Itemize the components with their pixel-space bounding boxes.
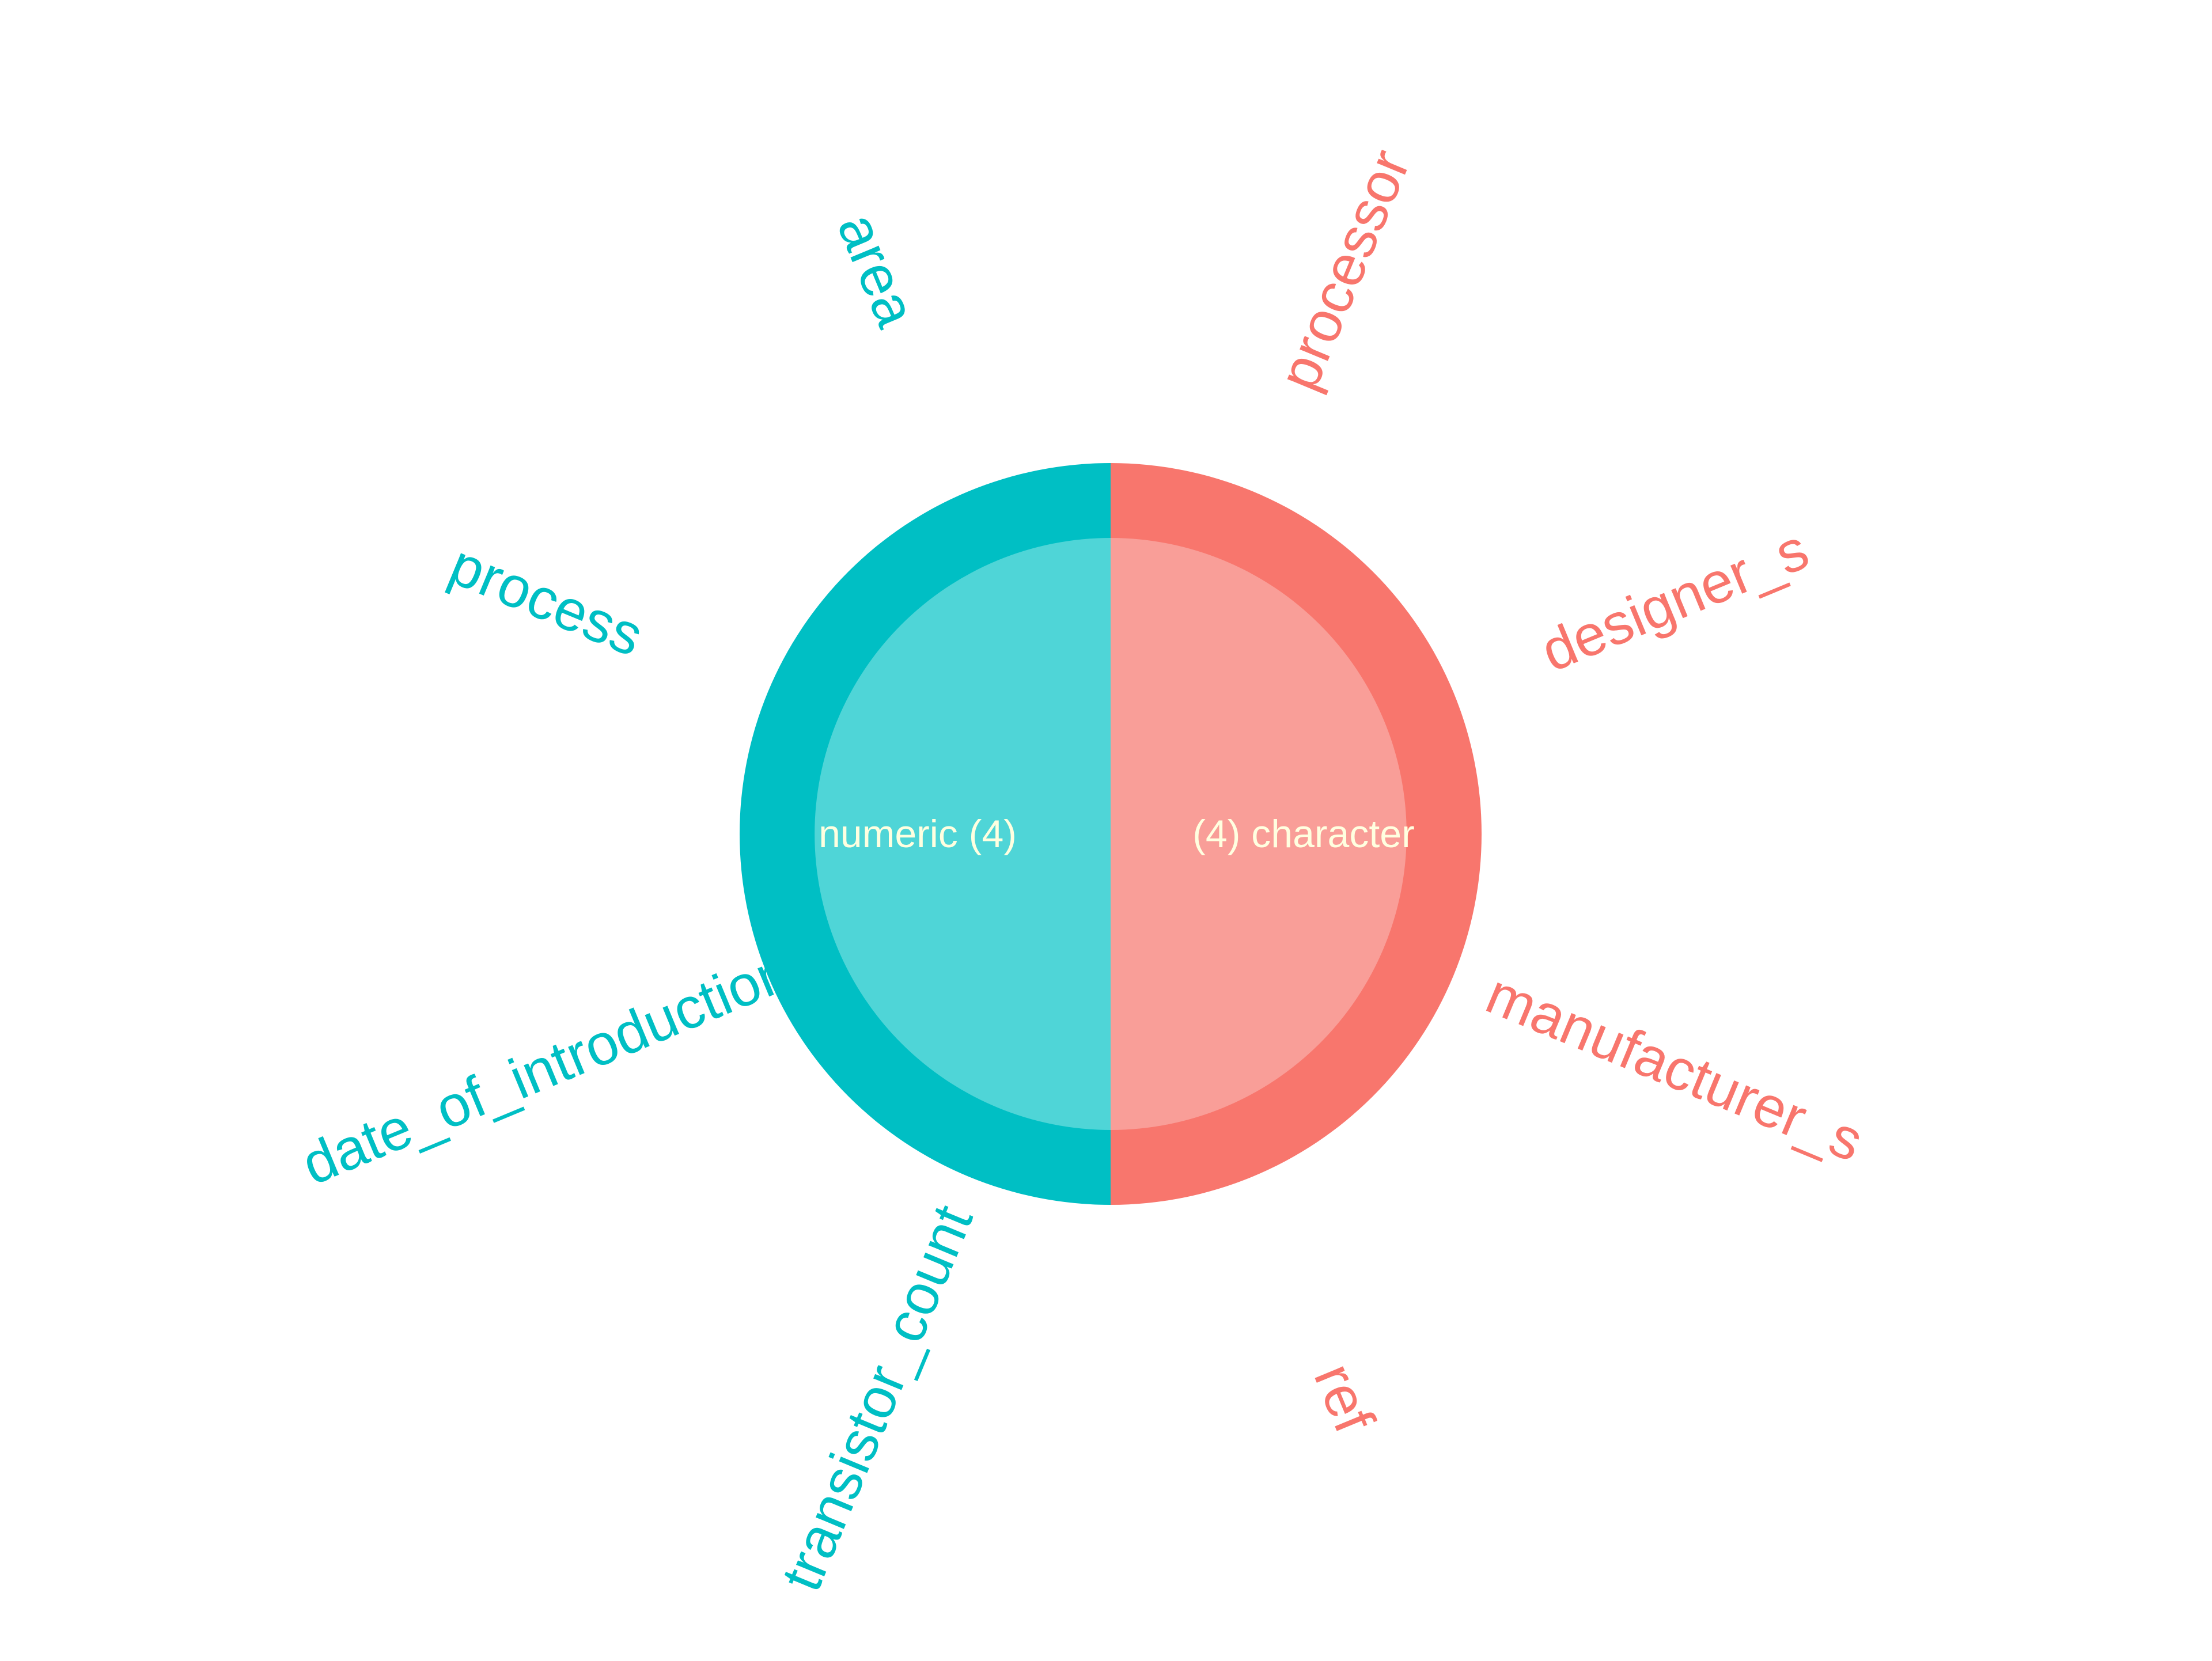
variable-label-manufacturer-s: manufacturer_s xyxy=(1478,961,1872,1174)
pie-wedges xyxy=(740,463,1482,1205)
category-label-numeric: numeric (4) xyxy=(819,812,1017,856)
variable-label-transistor-count: transistor_count xyxy=(768,1196,985,1599)
variable-label-ref: ref xyxy=(1302,1355,1387,1442)
variable-label-area: area xyxy=(825,204,929,336)
variable-label-processor: processor xyxy=(1266,141,1422,399)
pie-slice-inner-character xyxy=(1111,538,1407,1130)
category-label-character: (4) character xyxy=(1192,812,1414,856)
category-labels: (4) character numeric (4) xyxy=(819,812,1415,856)
pie-slice-inner-numeric xyxy=(815,538,1111,1130)
variable-label-designer-s: designer_s xyxy=(1532,517,1817,684)
variable-label-process: process xyxy=(441,532,652,669)
variable-label-date-of-introduction: date_of_introduction xyxy=(293,938,800,1197)
